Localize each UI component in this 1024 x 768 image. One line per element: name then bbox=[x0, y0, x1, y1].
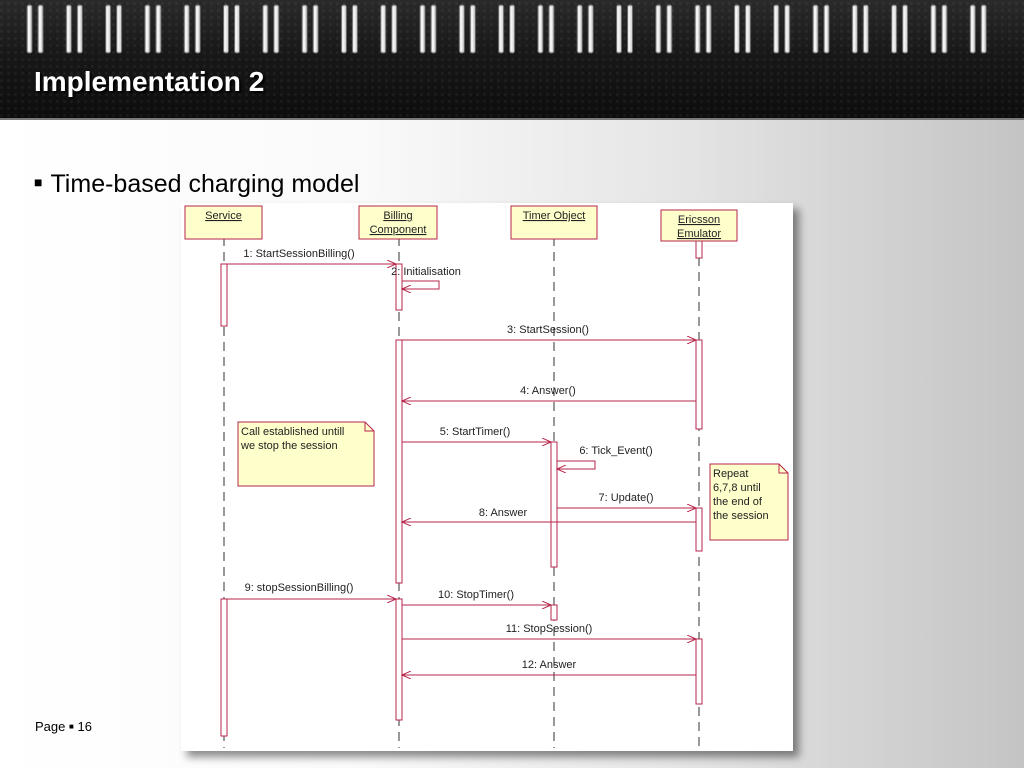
message-arrow: 8: Answer bbox=[402, 507, 696, 522]
message-label: 4: Answer() bbox=[520, 385, 576, 397]
message-label: 5: StartTimer() bbox=[440, 426, 511, 438]
bullet-text: Time-based charging model bbox=[50, 170, 360, 198]
activation-bar bbox=[550, 441, 558, 568]
activation-bar bbox=[695, 507, 703, 552]
message-label: 9: stopSessionBilling() bbox=[245, 582, 354, 594]
message-label: 11: StopSession() bbox=[506, 623, 593, 635]
binding-ring-icon bbox=[576, 4, 594, 54]
binding-ring-icon bbox=[301, 4, 319, 54]
binding-ring-icon bbox=[616, 4, 633, 54]
participant-name: Ericsson bbox=[678, 214, 720, 226]
note-text: Call established untill bbox=[241, 426, 344, 438]
message-arrow: 6: Tick_Event() bbox=[557, 445, 653, 469]
activation-bar bbox=[220, 263, 228, 327]
message-label: 3: StartSession() bbox=[507, 324, 589, 336]
message-arrow: 1: StartSessionBilling() bbox=[227, 248, 396, 264]
message-arrow: 5: StartTimer() bbox=[402, 426, 551, 442]
binding-ring-icon bbox=[183, 4, 201, 54]
page-number: 16 bbox=[77, 719, 92, 734]
binding-ring-icon bbox=[65, 4, 83, 54]
binding-ring-icon bbox=[144, 4, 162, 54]
message-arrow: 4: Answer() bbox=[402, 385, 696, 401]
participant-name-line2: Emulator bbox=[677, 228, 721, 240]
participant-name: Service bbox=[205, 210, 242, 222]
message-label: 1: StartSessionBilling() bbox=[243, 248, 354, 260]
binding-ring-icon bbox=[419, 4, 437, 54]
message-label: 2: Initialisation bbox=[391, 266, 461, 278]
message-label: 7: Update() bbox=[598, 492, 653, 504]
page-separator-icon: ■ bbox=[69, 722, 74, 731]
page-footer: Page ■ 16 bbox=[35, 719, 92, 734]
participant-name-line2: Component bbox=[370, 224, 427, 236]
binding-ring-icon bbox=[380, 4, 398, 54]
note-text: Repeat bbox=[713, 468, 748, 480]
participant-box: Service bbox=[184, 205, 263, 240]
message-label: 10: StopTimer() bbox=[438, 589, 514, 601]
binding-ring-icon bbox=[340, 4, 358, 54]
binding-ring-icon bbox=[262, 4, 280, 54]
message-arrow: 11: StopSession() bbox=[402, 623, 696, 639]
activation-bar bbox=[395, 598, 403, 721]
note-text: the end of bbox=[713, 496, 763, 508]
binding-ring-icon bbox=[773, 4, 791, 54]
message-arrow: 7: Update() bbox=[557, 492, 696, 508]
slide-header: Implementation 2 bbox=[0, 0, 1024, 120]
binding-ring-icon bbox=[537, 4, 555, 54]
message-label: 12: Answer bbox=[522, 659, 577, 671]
message-label: 6: Tick_Event() bbox=[579, 445, 652, 457]
note-text: the session bbox=[713, 510, 769, 522]
binding-ring-icon bbox=[930, 4, 948, 54]
binding-ring-icon bbox=[105, 4, 123, 54]
binding-ring-icon bbox=[733, 4, 751, 54]
page-label: Page bbox=[35, 719, 66, 734]
activation-bar bbox=[220, 598, 228, 737]
message-arrow: 9: stopSessionBilling() bbox=[227, 582, 396, 599]
message-arrow: 2: Initialisation bbox=[391, 266, 461, 289]
binding-ring-icon bbox=[26, 4, 44, 54]
binding-ring-icon bbox=[851, 4, 869, 54]
note-text: 6,7,8 until bbox=[713, 482, 761, 494]
message-arrow: 12: Answer bbox=[402, 659, 696, 675]
activation-bar bbox=[695, 339, 703, 430]
activation-bar bbox=[395, 339, 403, 584]
participant-box: Timer Object bbox=[510, 205, 598, 240]
binding-ring-icon bbox=[223, 4, 240, 54]
binding-ring-icon bbox=[458, 4, 476, 54]
binding-ring-icon bbox=[812, 4, 830, 54]
slide-title: Implementation 2 bbox=[34, 66, 265, 97]
note-text: we stop the session bbox=[240, 440, 338, 452]
activation-bar bbox=[695, 638, 703, 705]
participant-name: Timer Object bbox=[523, 210, 586, 222]
spiral-binding-rings bbox=[26, 4, 987, 54]
message-arrow: 10: StopTimer() bbox=[402, 589, 551, 605]
message-label: 8: Answer bbox=[479, 507, 528, 519]
message-arrow: 3: StartSession() bbox=[402, 324, 696, 340]
bullet-square-icon: ■ bbox=[34, 174, 43, 190]
activation-bar bbox=[550, 604, 558, 621]
activation-bar bbox=[695, 240, 703, 259]
note-box: Call established untill we stop the sessi… bbox=[237, 421, 375, 487]
bullet-item: ■ Time-based charging model bbox=[34, 170, 359, 199]
binding-ring-icon bbox=[498, 4, 516, 54]
binding-ring-icon bbox=[969, 4, 987, 54]
binding-ring-icon bbox=[891, 4, 909, 54]
note-box: Repeat 6,7,8 until the end of the session bbox=[709, 463, 789, 541]
binding-ring-icon bbox=[694, 4, 712, 54]
binding-ring-icon bbox=[655, 4, 673, 54]
participant-name: Billing bbox=[383, 210, 412, 222]
